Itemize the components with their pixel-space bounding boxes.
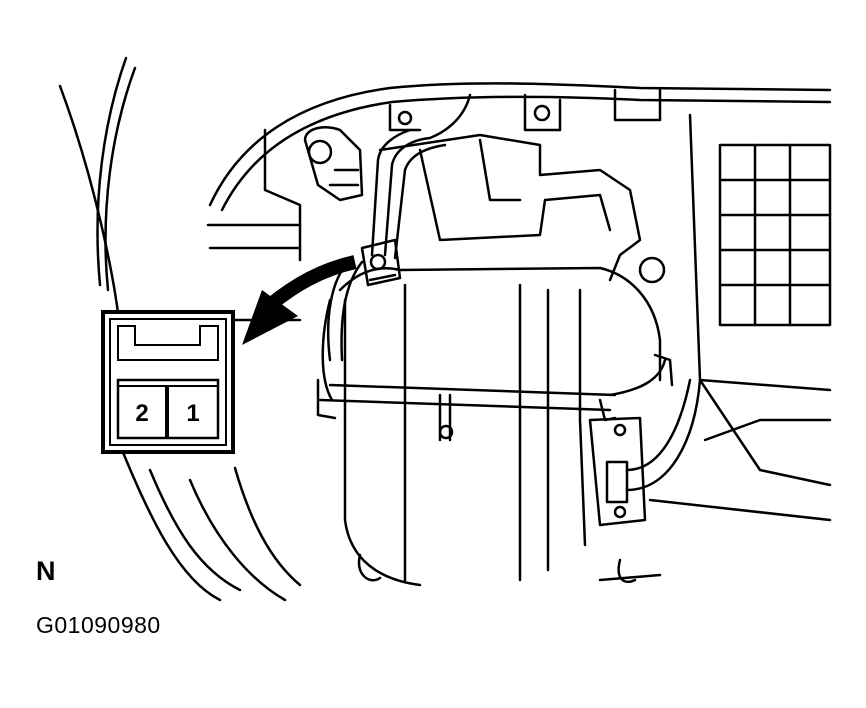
mounting-screw [638,256,666,284]
blower-motor-connector [360,238,402,287]
figure-code: G01090980 [36,612,161,638]
right-grille [648,113,832,522]
mounting-bracket [303,126,364,202]
pin-2-cell [117,385,167,439]
pin-1-cell [167,385,219,439]
pin-2-label: 2 [135,400,148,427]
dashboard-outline [58,56,302,602]
blower-case [316,133,674,587]
view-label: N [36,556,56,586]
pointer-arrow [242,255,357,345]
wire-harness [326,93,472,362]
pin-1-label: 1 [186,400,199,427]
connector-inset: 2 1 [101,310,235,454]
resistor-connector [588,378,702,527]
